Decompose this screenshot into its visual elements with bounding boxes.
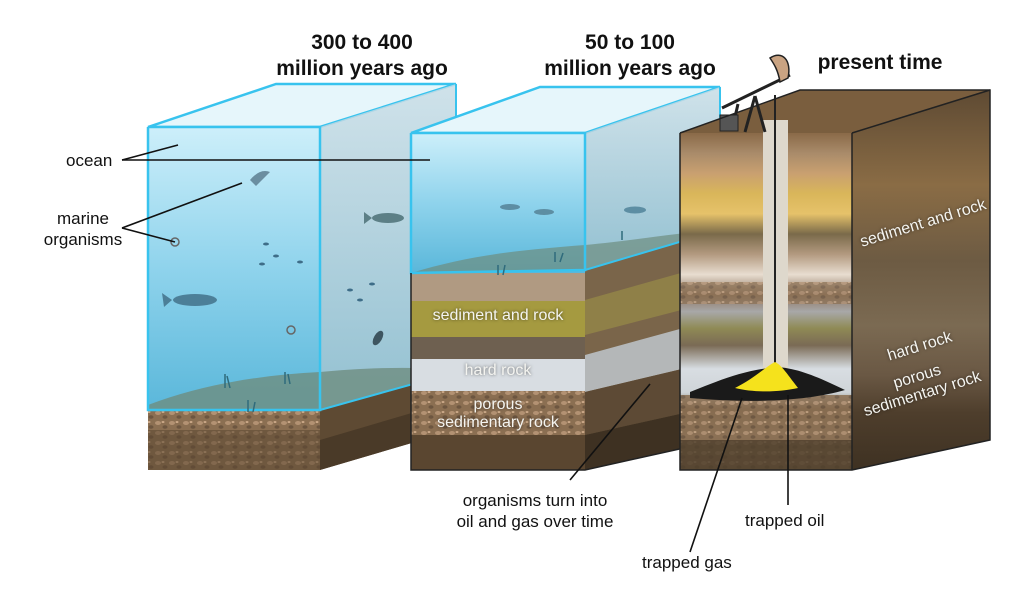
block-present-time bbox=[679, 54, 991, 471]
shark-shape bbox=[173, 294, 217, 306]
middle-hard-rock-label: hard rock bbox=[464, 362, 532, 379]
block-middle-era bbox=[409, 85, 721, 471]
era-label-line1: 300 to 400 bbox=[311, 31, 413, 54]
era-label-line2: million years ago bbox=[544, 57, 716, 80]
trapped-oil-label: trapped oil bbox=[745, 511, 825, 530]
ocean-label: ocean bbox=[66, 151, 113, 170]
era-label-300-400: 300 to 400 million years ago bbox=[262, 30, 462, 82]
middle-sediment-label: sediment and rock bbox=[432, 307, 564, 324]
era-label-line1: 50 to 100 bbox=[585, 31, 675, 54]
middle-porous-line1: porous bbox=[473, 396, 523, 413]
water-front-face bbox=[148, 127, 320, 410]
trapped-gas-deposit bbox=[735, 362, 798, 392]
middle-strata-front bbox=[411, 273, 585, 470]
era-label-line1: present time bbox=[817, 51, 943, 74]
marine-line1: marine bbox=[57, 209, 109, 228]
marine-line2: organisms bbox=[43, 230, 123, 249]
marine-organisms-label: marine organisms bbox=[28, 208, 138, 250]
trapped-gas-label: trapped gas bbox=[642, 553, 732, 572]
middle-porous-label: porous sedimentary rock bbox=[411, 396, 585, 432]
organisms-line1: organisms turn into bbox=[462, 491, 608, 510]
era-label-50-100: 50 to 100 million years ago bbox=[530, 30, 730, 82]
organisms-line2: oil and gas over time bbox=[456, 512, 614, 531]
ground-top bbox=[680, 90, 990, 133]
organisms-turn-into-oil-label: organisms turn into oil and gas over tim… bbox=[430, 490, 640, 532]
middle-porous-line2: sedimentary rock bbox=[437, 414, 559, 431]
leader-lines bbox=[121, 144, 789, 553]
era-label-present: present time bbox=[800, 50, 960, 76]
era-label-line2: million years ago bbox=[276, 57, 448, 80]
